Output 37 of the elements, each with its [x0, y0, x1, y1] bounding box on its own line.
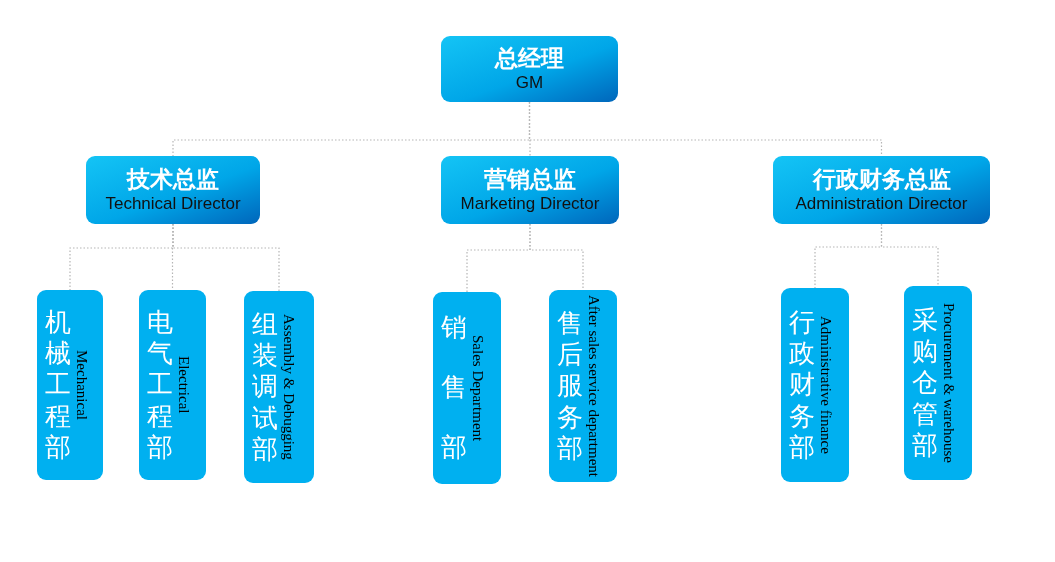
title-text: 总经理	[495, 44, 564, 72]
department-name: 电气工程部	[147, 307, 173, 463]
subtitle-text: Technical Director	[105, 193, 241, 215]
subtitle-text: Administration Director	[795, 193, 968, 215]
department-name: 采购仓管部	[912, 305, 938, 461]
connector-line	[529, 223, 584, 291]
connector-line	[880, 223, 939, 287]
title-text: 行政财务总监	[812, 165, 951, 193]
department-box	[781, 288, 849, 482]
title-text: 技术总监	[127, 165, 219, 193]
title-box	[773, 156, 990, 224]
title-box	[441, 156, 619, 224]
department-box	[433, 292, 501, 484]
title-box	[441, 36, 618, 102]
department-english-name: Electrical	[175, 356, 192, 414]
subtitle-text: Marketing Director	[460, 193, 600, 215]
department-english-name: After sales service department	[585, 295, 602, 477]
department-name: 行政财务部	[789, 307, 815, 463]
department-box	[904, 286, 972, 480]
department-english-name: Mechanical	[73, 350, 90, 420]
department-name: 销售部	[441, 311, 467, 464]
department-english-name: Administrative finance	[817, 316, 834, 454]
connector-line	[528, 101, 883, 157]
department-name: 售后服务部	[557, 308, 583, 464]
department-box	[37, 290, 103, 480]
department-english-name: Assembly & Debugging	[280, 314, 297, 460]
connector-line	[172, 223, 280, 292]
title-box	[86, 156, 260, 224]
department-name: 机械工程部	[45, 307, 71, 463]
subtitle-text: GM	[515, 72, 544, 94]
department-name: 组装调试部	[252, 309, 278, 465]
title-text: 营销总监	[484, 165, 576, 193]
department-english-name: Sales Department	[469, 334, 486, 442]
department-box	[549, 290, 617, 482]
department-box	[139, 290, 206, 480]
department-english-name: Procurement & warehouse	[940, 303, 957, 463]
department-box	[244, 291, 314, 483]
